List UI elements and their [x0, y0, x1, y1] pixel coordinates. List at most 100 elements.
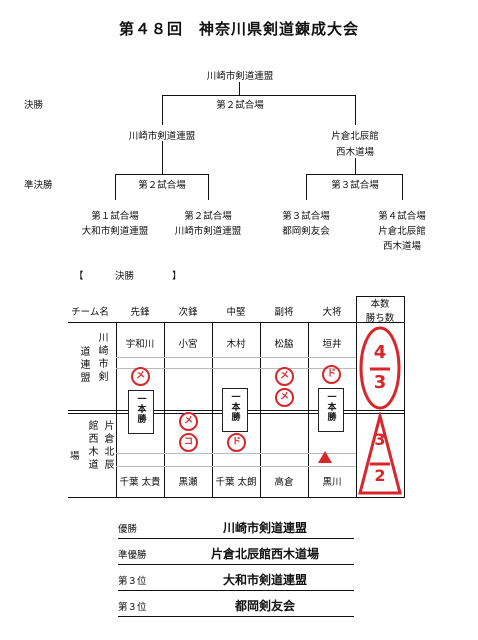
team1-player: 松脇: [274, 339, 294, 350]
result-line: [118, 564, 354, 565]
final-label: 決勝: [115, 271, 135, 282]
grid-line: [260, 322, 261, 498]
ippon-win-box: 一本勝: [222, 388, 248, 432]
header-position: 先鋒: [130, 307, 150, 318]
header-score-1: 本数: [370, 299, 390, 310]
header-position: 大将: [322, 307, 342, 318]
team1-player: 宇和川: [125, 339, 155, 350]
q3-team: 都岡剣友会: [282, 226, 330, 237]
team2-win-count: 2: [374, 466, 386, 485]
team2-name-col2: 館西木道: [86, 420, 97, 472]
men-mark-icon: メ: [179, 412, 198, 431]
header-position: 中堅: [226, 307, 246, 318]
grid-line: [116, 357, 356, 358]
team2-player: 高倉: [274, 477, 294, 488]
team1-player: 木村: [226, 339, 246, 350]
q2-court: 第２試合場: [184, 211, 232, 222]
semi-right-court: 第３試合場: [331, 180, 379, 191]
grid-line: [404, 296, 405, 498]
team1-player: 小宮: [178, 339, 198, 350]
team2-player: 黒瀬: [178, 477, 198, 488]
team1-name-col2: 道連盟: [78, 346, 89, 385]
bracket-line: [162, 95, 356, 96]
result-line: [118, 538, 354, 539]
finalist-left: 川崎市剣道連盟: [128, 131, 196, 142]
final-bracket-open: 【: [74, 271, 84, 282]
result-rank: 優勝: [118, 524, 138, 535]
win-triangle-icon: [318, 451, 332, 463]
ippon-win-box: 一本勝: [318, 388, 344, 432]
grid-line: [116, 453, 356, 454]
header-position: 副将: [274, 307, 294, 318]
grid-line: [68, 322, 404, 323]
bracket-line: [355, 95, 356, 125]
grid-line: [116, 322, 117, 498]
team2-player: 黒川: [322, 477, 342, 488]
finalist-right-2: 西木道場: [335, 147, 374, 158]
page-title: 第４８回 神奈川県剣道錬成大会: [118, 20, 359, 38]
q4-team-1: 片倉北辰館: [378, 226, 426, 237]
q1-team: 大和市剣道連盟: [81, 226, 149, 237]
grid-line: [356, 296, 357, 498]
men-mark-icon: メ: [275, 367, 294, 386]
team1-player: 垣井: [322, 339, 342, 350]
q2-team: 川崎市剣道連盟: [174, 226, 242, 237]
q1-court: 第１試合場: [91, 211, 139, 222]
grid-line: [116, 466, 356, 467]
bracket-line: [115, 174, 116, 200]
final-court: 第２試合場: [216, 100, 264, 111]
semi-left-court: 第２試合場: [138, 180, 186, 191]
result-rank: 第３位: [118, 602, 147, 613]
result-team: 大和市剣道連盟: [222, 573, 307, 587]
team1-ippon-count: 4: [373, 342, 387, 363]
bracket-line: [162, 95, 163, 125]
bracket-line: [115, 174, 209, 175]
grid-line: [68, 497, 404, 498]
q4-team-2: 西木道場: [382, 241, 421, 252]
grid-line: [116, 368, 356, 369]
men-mark-icon: メ: [275, 388, 294, 407]
team2-name-extra: 場: [70, 451, 80, 462]
result-rank: 準優勝: [118, 550, 147, 561]
team2-name-col1: 片倉北辰: [102, 420, 113, 472]
q4-court: 第４試合場: [378, 211, 426, 222]
bracket-line: [208, 174, 209, 200]
bracket-line: [162, 141, 163, 175]
grid-line: [164, 322, 165, 498]
result-team: 都岡剣友会: [234, 599, 295, 613]
row-label-final: 決勝: [24, 100, 44, 111]
bracket-line: [402, 174, 403, 200]
team2-score-triangle: [358, 412, 402, 495]
header-team: チーム名: [71, 307, 109, 318]
bracket-line: [355, 158, 356, 175]
header-score-2: 勝ち数: [365, 313, 395, 324]
result-line: [118, 590, 354, 591]
grid-line: [212, 322, 213, 498]
grid-line: [356, 296, 404, 297]
row-label-semi: 準決勝: [24, 180, 53, 191]
ippon-win-box: 一本勝: [128, 390, 154, 434]
result-team: 川崎市剣道連盟: [222, 521, 307, 535]
team1-score-oval: [359, 326, 401, 410]
bracket-champion: 川崎市剣道連盟: [206, 71, 274, 82]
finalist-right-1: 片倉北辰館: [331, 131, 379, 142]
result-line: [118, 616, 354, 617]
bracket-line: [306, 174, 307, 200]
team2-ippon-count: 3: [374, 430, 386, 449]
kote-mark-icon: コ: [179, 433, 198, 452]
result-rank: 第３位: [118, 576, 147, 587]
final-bracket-close: 】: [172, 271, 182, 282]
result-team: 片倉北辰館西木道場: [210, 547, 319, 561]
do-mark-icon: ド: [322, 365, 341, 384]
men-mark-icon: メ: [131, 367, 150, 386]
q3-court: 第３試合場: [282, 211, 330, 222]
header-position: 次鋒: [178, 307, 198, 318]
bracket-line: [239, 82, 240, 96]
team2-player: 千葉 太貴: [119, 477, 161, 488]
grid-line: [308, 322, 309, 498]
do-mark-icon: ド: [227, 433, 246, 452]
team2-player: 千葉 太朗: [215, 477, 257, 488]
team1-win-count: 3: [373, 372, 387, 393]
bracket-line: [306, 174, 403, 175]
